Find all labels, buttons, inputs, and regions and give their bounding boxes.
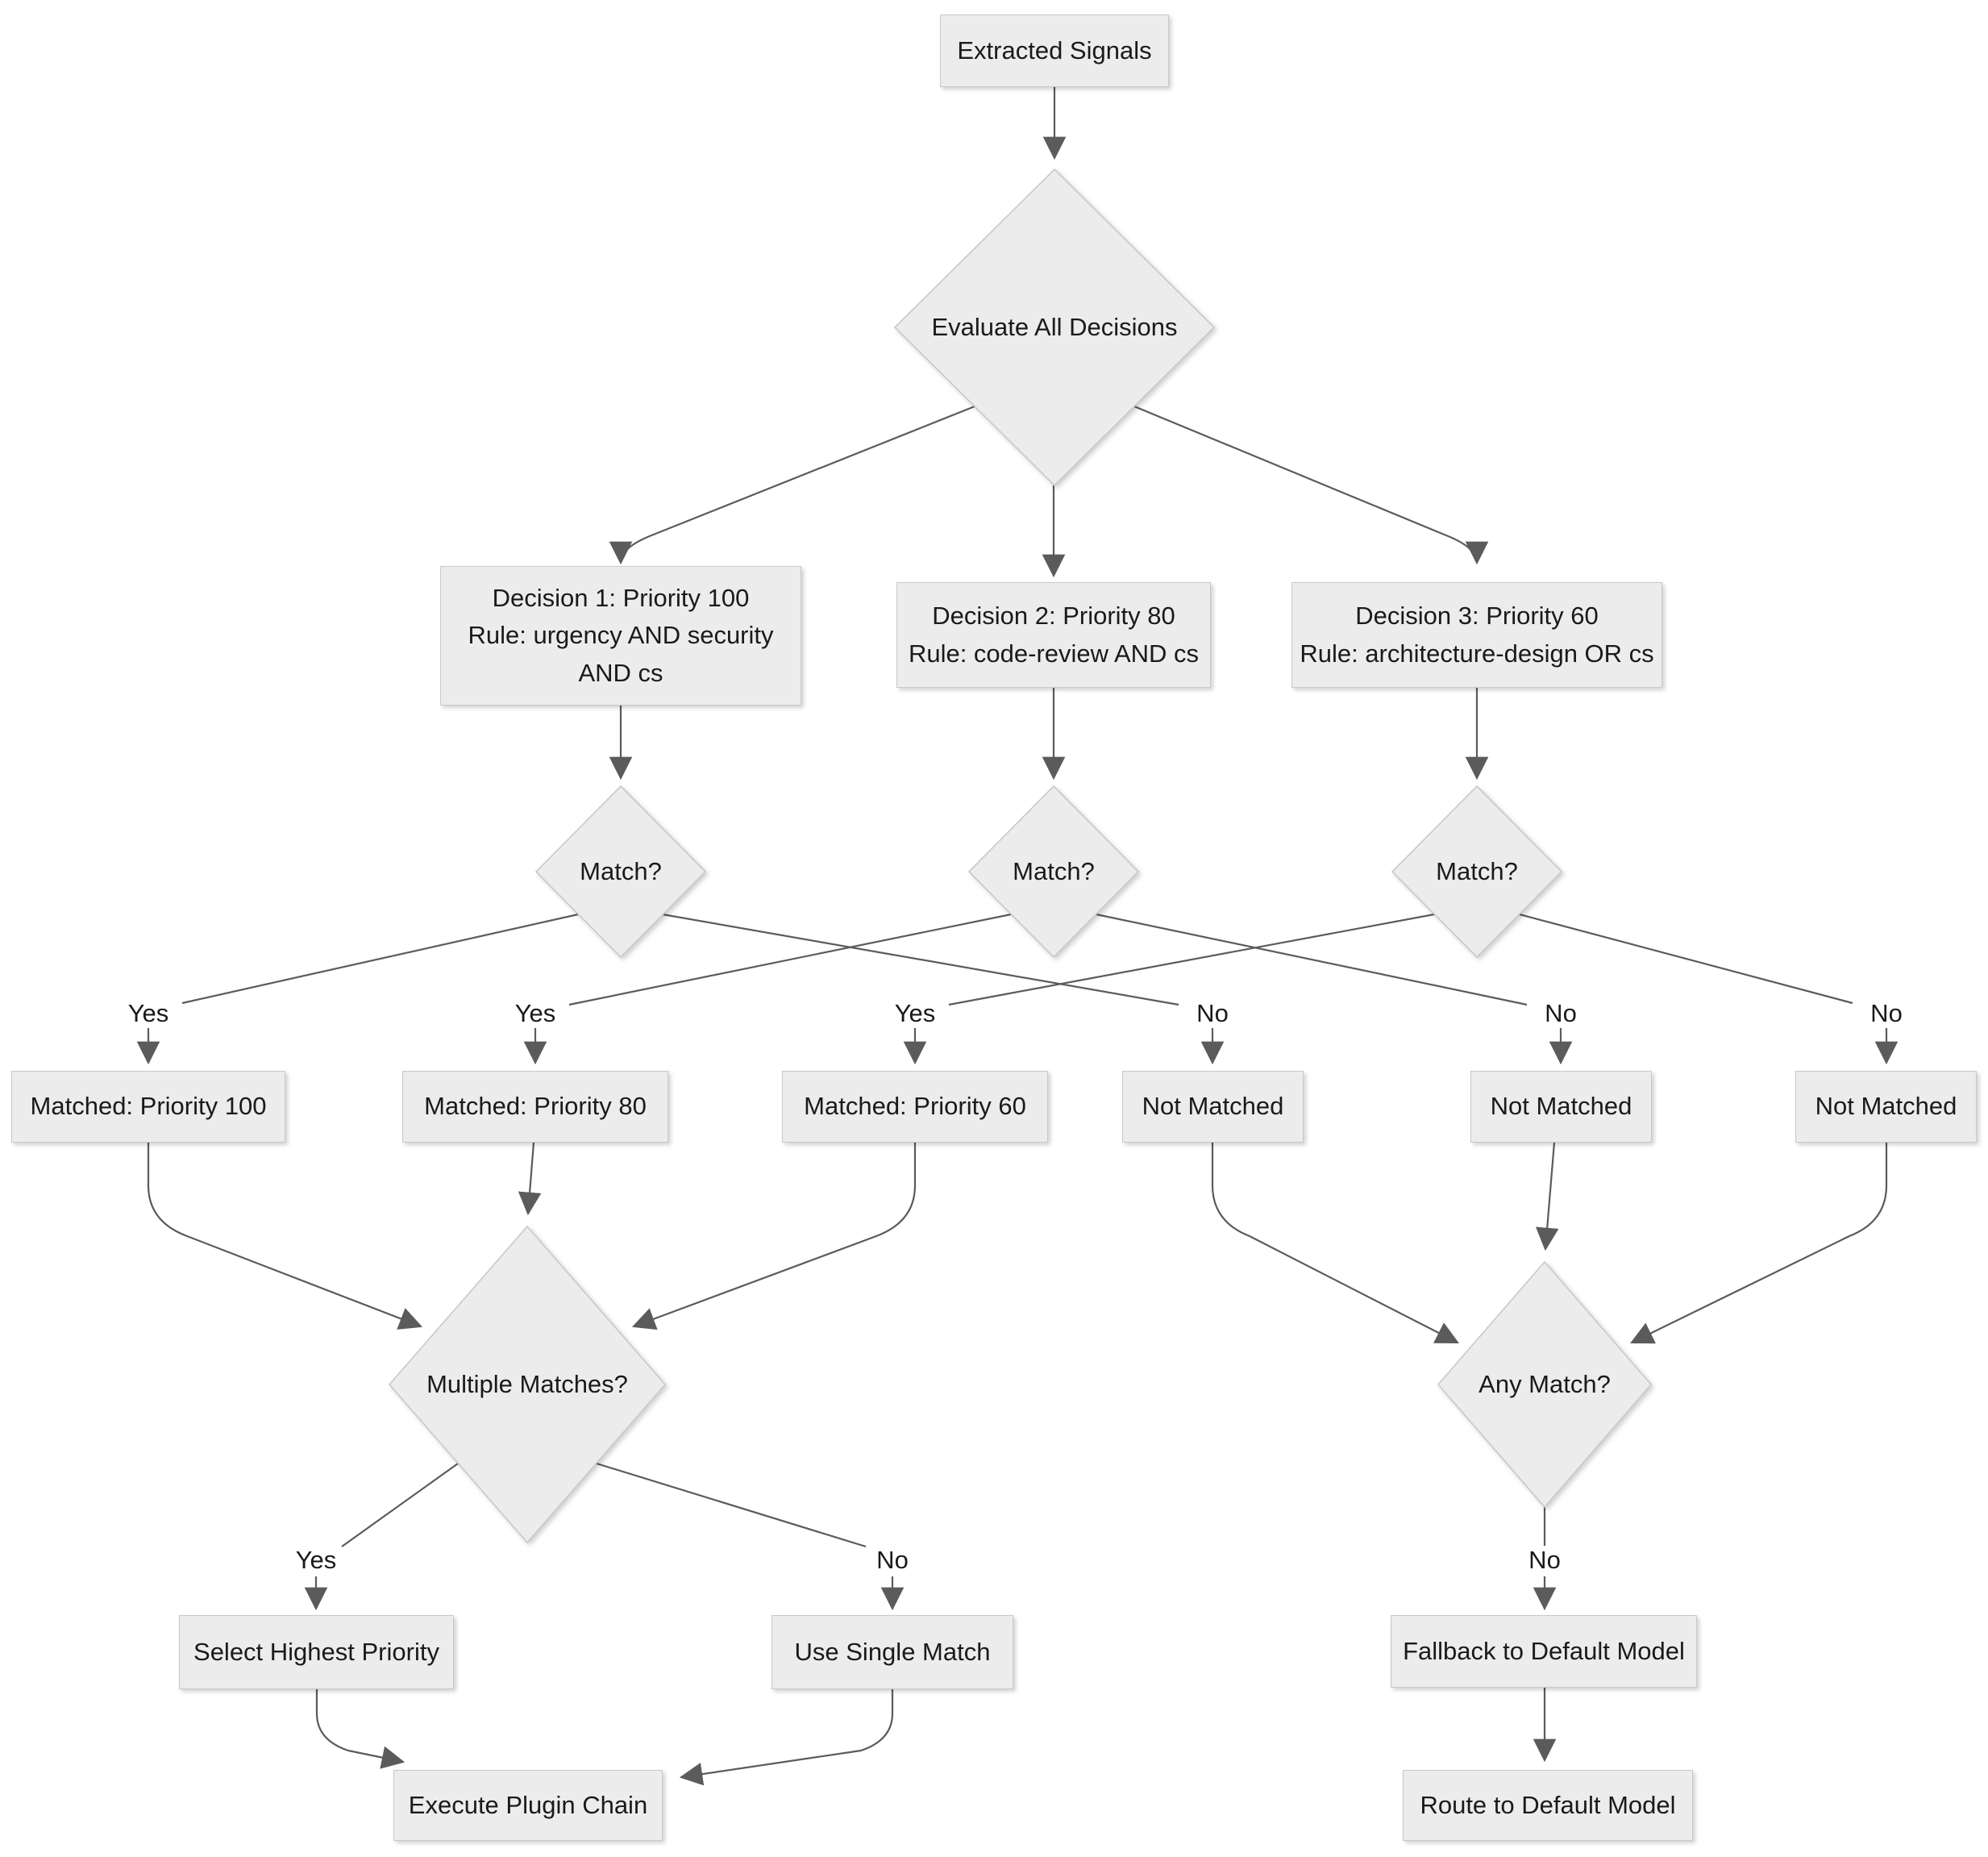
node-execute-plugin-chain: Execute Plugin Chain — [393, 1770, 663, 1841]
node-shape-match-2 — [967, 785, 1140, 959]
edge-match1-no-line — [662, 913, 1179, 1006]
node-not-matched-2: Not Matched — [1470, 1071, 1652, 1143]
edge-matched60-to-multiple — [631, 1143, 917, 1330]
node-not-matched-1: Not Matched — [1122, 1071, 1304, 1143]
edge-notmatched2-to-anymatch — [1535, 1142, 1559, 1251]
node-matched-priority-60: Matched: Priority 60 — [782, 1071, 1048, 1143]
edge-notmatched3-to-anymatch — [1630, 1143, 1888, 1344]
node-extracted-signals: Extracted Signals — [940, 15, 1169, 87]
edge-match3-no-line — [1519, 913, 1853, 1005]
edge-select-to-execute — [315, 1689, 406, 1769]
node-shape-evaluate-all-decisions — [893, 168, 1216, 487]
node-decision-1: Decision 1: Priority 100 Rule: urgency A… — [440, 566, 801, 706]
node-route-to-default-model: Route to Default Model — [1403, 1770, 1693, 1841]
edge-matched80-to-multiple — [518, 1142, 542, 1216]
edge-match3-yes-line — [948, 913, 1435, 1006]
edge-evaluate-to-decision1 — [609, 405, 975, 565]
edge-multiple-no-line — [596, 1462, 867, 1548]
edge-evaluate-to-decision3 — [1133, 405, 1489, 565]
node-shape-match-3 — [1391, 785, 1563, 959]
node-matched-priority-100: Matched: Priority 100 — [11, 1071, 285, 1143]
node-decision-3: Decision 3: Priority 60 Rule: architectu… — [1291, 582, 1662, 688]
edge-multiple-yes-line — [341, 1463, 459, 1547]
edge-notmatched1-to-anymatch — [1211, 1143, 1459, 1344]
node-shape-match-1 — [534, 785, 707, 959]
node-not-matched-3: Not Matched — [1795, 1071, 1977, 1143]
edge-match2-no-line — [1096, 913, 1528, 1006]
edge-match1-yes-line — [181, 913, 579, 1005]
node-select-highest-priority: Select Highest Priority — [179, 1615, 454, 1689]
edge-match2-yes-line — [568, 913, 1012, 1006]
node-shape-any-match — [1437, 1260, 1653, 1509]
node-use-single-match: Use Single Match — [771, 1615, 1013, 1689]
edge-single-to-execute — [679, 1689, 894, 1786]
node-shape-multiple-matches — [388, 1225, 667, 1544]
node-decision-2: Decision 2: Priority 80 Rule: code-revie… — [896, 582, 1211, 688]
node-fallback-to-default-model: Fallback to Default Model — [1391, 1615, 1697, 1688]
node-matched-priority-80: Matched: Priority 80 — [402, 1071, 668, 1143]
edge-matched100-to-multiple — [147, 1143, 423, 1330]
